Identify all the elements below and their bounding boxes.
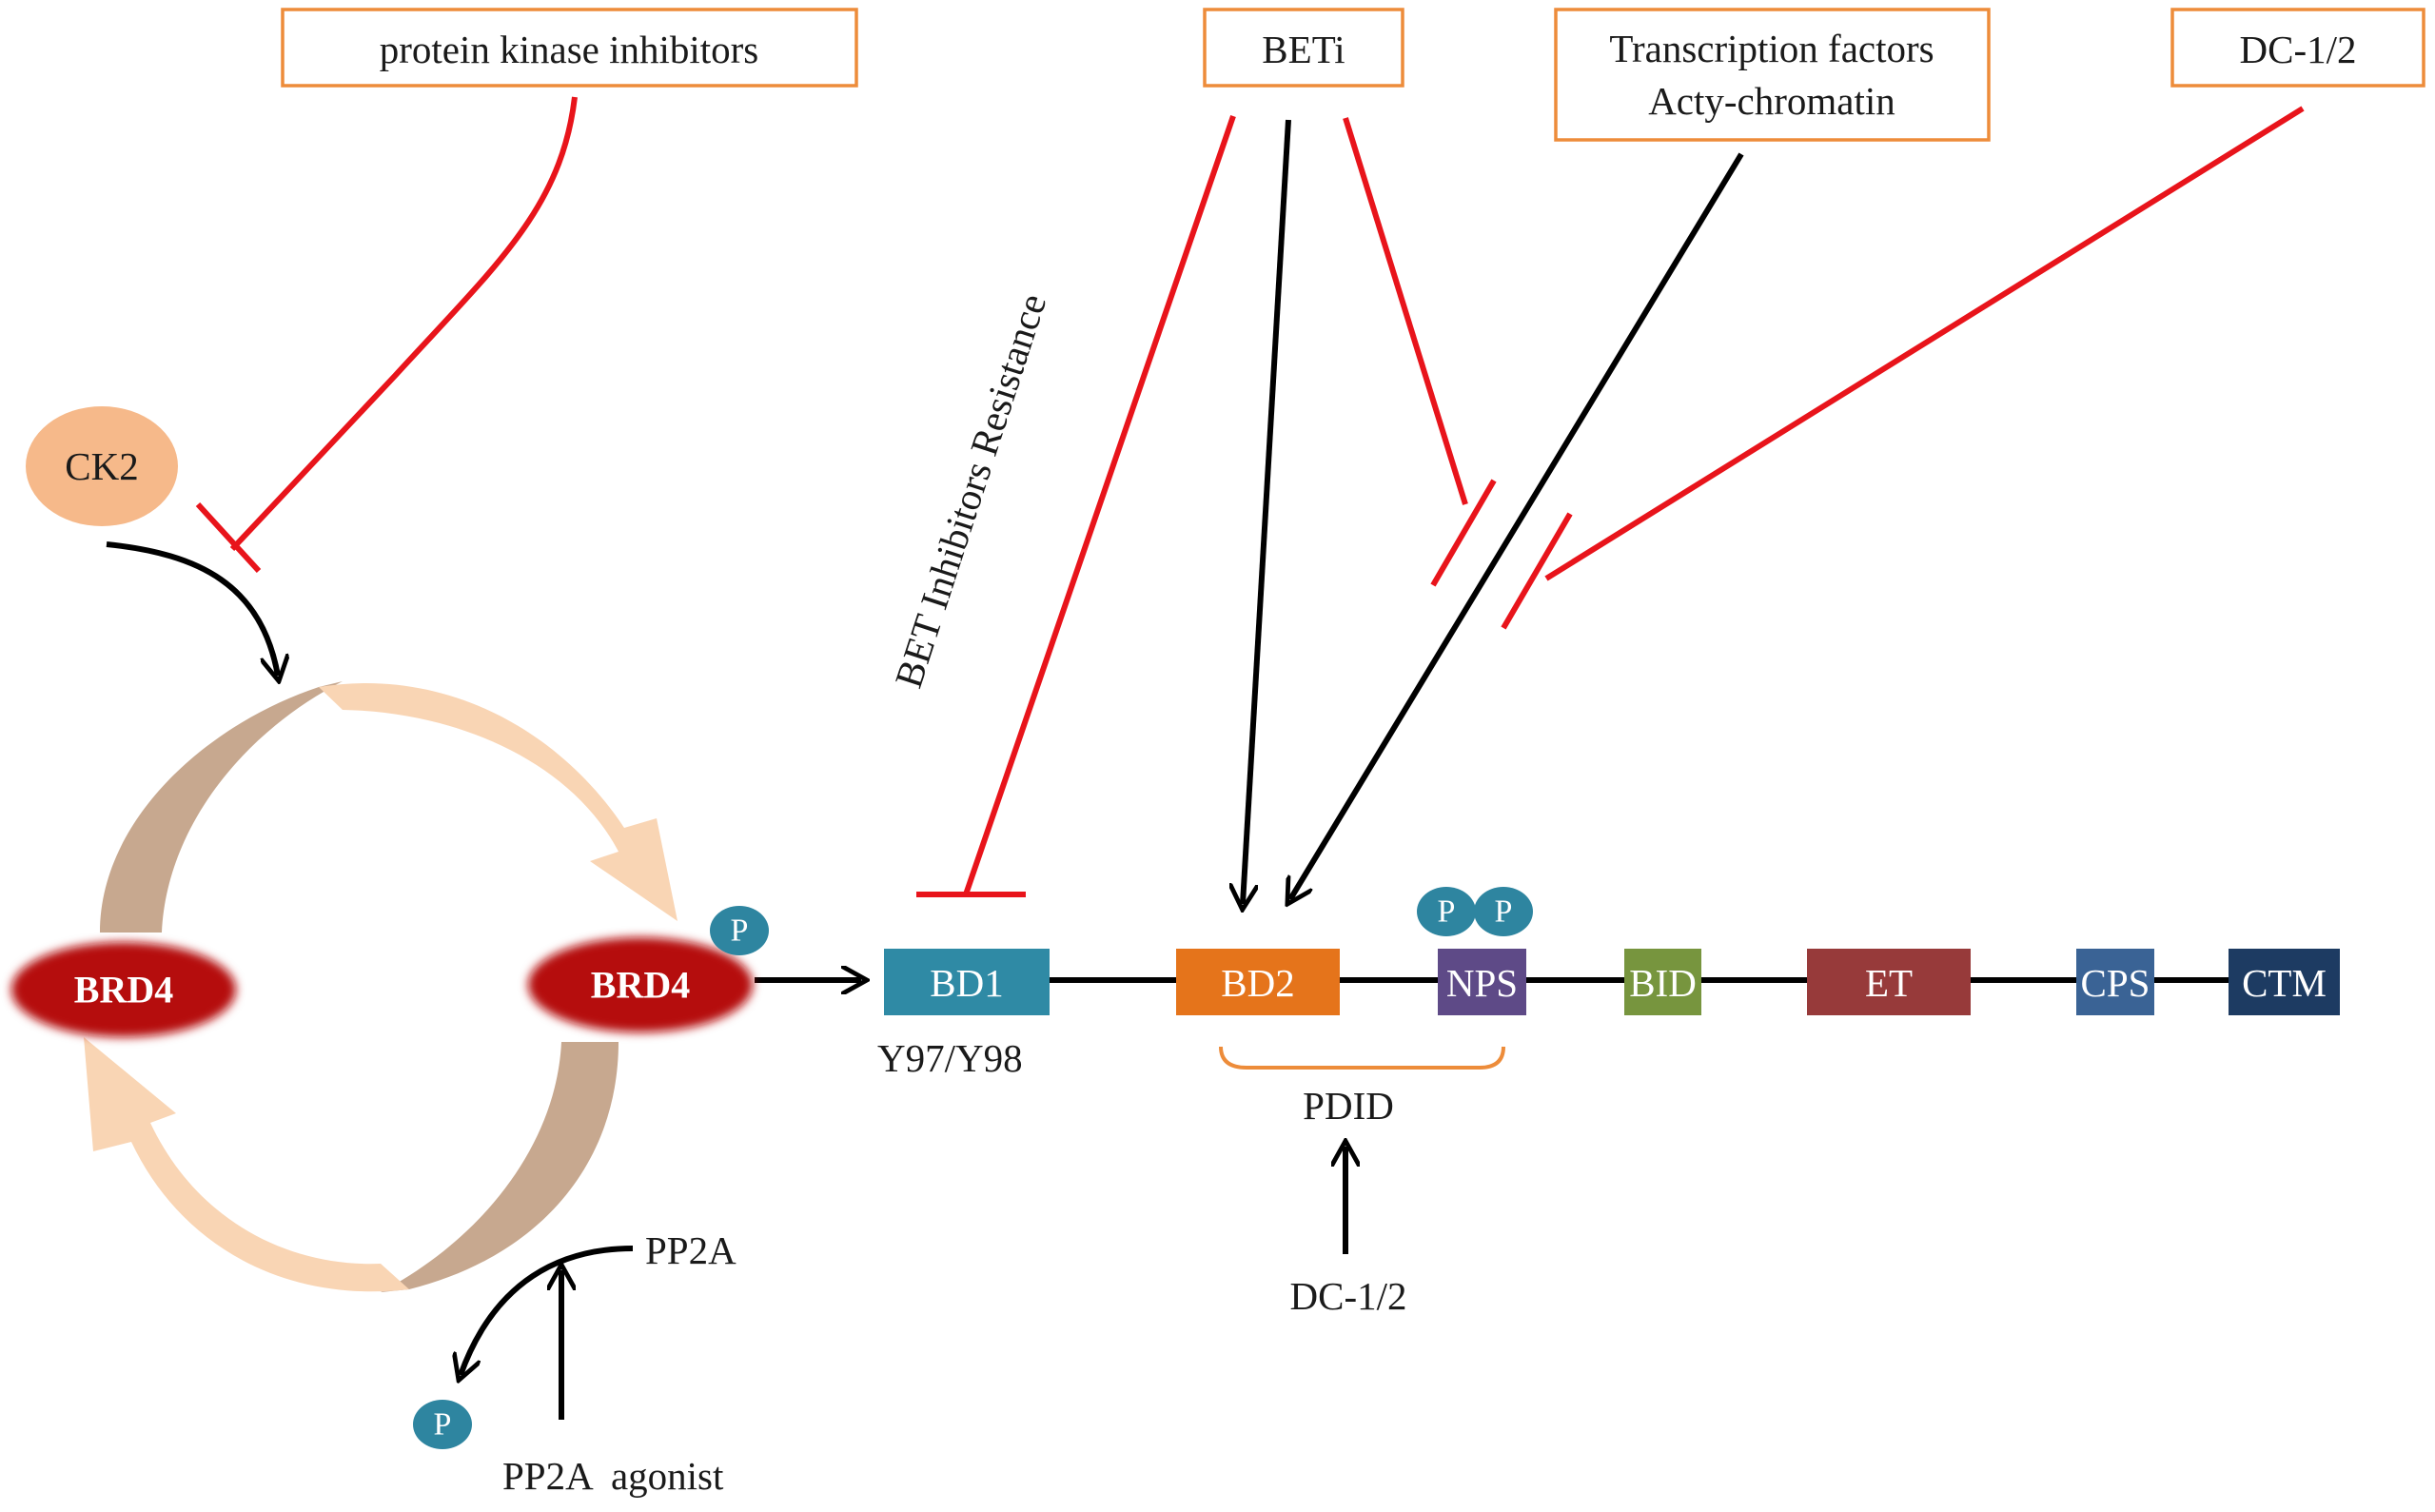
dc-1-2-bottom-label: DC-1/2 — [1290, 1274, 1407, 1318]
cycle-arrow-top-light — [319, 682, 677, 921]
ck2-node: CK2 — [26, 406, 178, 526]
cycle-arrow-top-dark — [100, 681, 343, 933]
transcription-factors-box: Transcription factors Acty-chromatin — [1554, 8, 1991, 142]
dc-1-2-box: DC-1/2 — [2170, 8, 2425, 88]
domain-cps-label: CPS — [2081, 961, 2150, 1005]
protein-kinase-inhibitors-label: protein kinase inhibitors — [380, 28, 759, 71]
phospho-released: P — [413, 1400, 472, 1449]
brd4-right-node: BRD4 — [528, 937, 753, 1032]
beti-inhibits-line — [1343, 117, 1497, 587]
ck2-to-cycle-arrow — [106, 541, 278, 676]
cycle-arrow-bottom-light — [84, 1037, 409, 1292]
brd4-right-label: BRD4 — [591, 964, 690, 1007]
domain-bid — [1624, 949, 1701, 1015]
domain-ctm — [2229, 949, 2340, 1015]
cycle-arrow-bottom-dark — [381, 1042, 619, 1292]
phospho-brd4: P — [710, 906, 769, 955]
domain-bd2 — [1176, 949, 1340, 1015]
domain-ctm-label: CTM — [2242, 961, 2327, 1005]
domain-bid-label: BID — [1629, 961, 1697, 1005]
phospho-nps-1: P — [1417, 887, 1476, 936]
svg-text:P: P — [731, 913, 749, 949]
domain-bd1 — [884, 949, 1050, 1015]
domain-et — [1807, 949, 1971, 1015]
dc-inhibits-line — [1501, 106, 2305, 630]
pp2a-label: PP2A — [645, 1228, 736, 1272]
domain-cps — [2076, 949, 2154, 1015]
phospho-nps-2: P — [1474, 887, 1533, 936]
bet-inhibitors-resistance-label: BET Inhibitors Resistance — [886, 288, 1054, 693]
domain-nps-label: NPS — [1446, 961, 1518, 1005]
domain-bar: BD1 BD2 NPS BID ET CPS CTM — [884, 949, 2340, 1015]
beti-inhibits-bd1-line — [916, 115, 1236, 897]
domain-bd1-label: BD1 — [930, 961, 1003, 1005]
svg-text:P: P — [1495, 894, 1513, 930]
beti-box: BETi — [1203, 8, 1404, 88]
domain-et-label: ET — [1865, 961, 1913, 1005]
brd4-left-node: BRD4 — [11, 942, 236, 1037]
beti-to-bd2-arrow — [1243, 119, 1291, 904]
pp2a-agonist-label: PP2A agonist — [502, 1454, 724, 1498]
dc-1-2-label: DC-1/2 — [2240, 28, 2357, 71]
svg-text:P: P — [434, 1407, 452, 1443]
brd4-left-label: BRD4 — [74, 969, 173, 1011]
domain-bd2-label: BD2 — [1221, 961, 1294, 1005]
pki-inhibits-ck2-line — [195, 96, 578, 574]
protein-kinase-inhibitors-box: protein kinase inhibitors — [281, 8, 858, 88]
pdid-label: PDID — [1303, 1084, 1394, 1128]
y97-y98-label: Y97/Y98 — [877, 1036, 1023, 1080]
svg-text:P: P — [1438, 894, 1456, 930]
pp2a-dephosphorylation-arrow — [461, 1246, 634, 1375]
pdid-bracket — [1219, 1046, 1505, 1070]
phosphorylation-cycle — [84, 681, 677, 1292]
acty-chromatin-label: Acty-chromatin — [1648, 79, 1895, 123]
transcription-factors-label: Transcription factors — [1609, 27, 1934, 70]
beti-label: BETi — [1262, 28, 1345, 71]
ck2-label: CK2 — [65, 444, 138, 488]
domain-nps — [1438, 949, 1526, 1015]
tf-to-bd2-arrow — [1290, 152, 1744, 899]
